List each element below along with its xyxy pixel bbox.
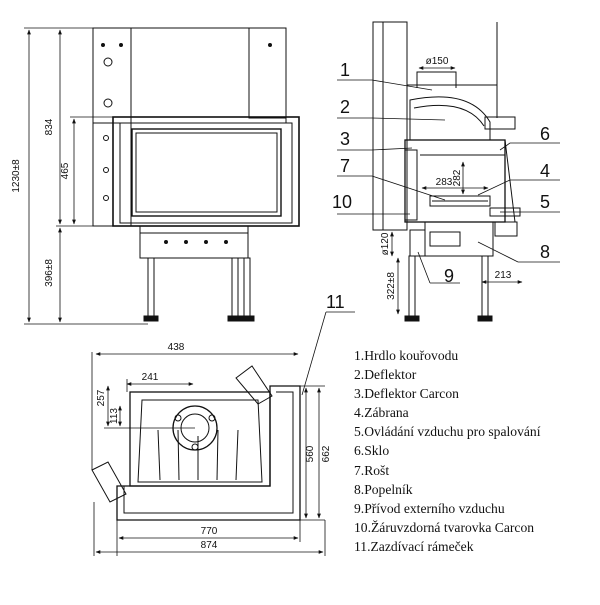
dim-depth-outer: 662 [321, 445, 332, 462]
callout-4: 4 [540, 161, 550, 181]
parts-legend: 1.Hrdlo kouřovodu 2.Deflektor 3.Deflekto… [354, 346, 600, 556]
callout-11: 11 [326, 292, 345, 312]
dim-glass-height: 465 [60, 162, 71, 179]
legend-item: 5.Ovládání vzduchu pro spalování [354, 424, 541, 440]
dim-total-height: 1230±8 [11, 159, 22, 193]
legend-item: 8.Popelník [354, 481, 413, 497]
side-rear-column [372, 21, 408, 231]
side-deflector [409, 96, 491, 141]
side-dimension-labels: ø150 283 282 ø120 322±8 213 [380, 56, 512, 300]
callout-7: 7 [340, 156, 350, 176]
callout-8: 8 [540, 242, 550, 262]
front-dimension-labels: 1230±8 834 465 396±8 [11, 118, 71, 287]
front-left-side-panel [92, 27, 132, 227]
top-air-box-left [91, 461, 127, 503]
legend-item: 9.Přívod externího vzduchu [354, 500, 505, 516]
side-ashpan [424, 221, 494, 257]
callout-5: 5 [540, 192, 550, 212]
callout-3: 3 [340, 129, 350, 149]
dim-flue-offset-small: 113 [109, 408, 120, 424]
side-flue-collar [416, 71, 457, 88]
dim-front-width: 438 [168, 342, 185, 353]
side-leg [408, 255, 416, 319]
top-built-in-frame [116, 385, 301, 521]
legend-item: 11.Zazdívací rámeček [354, 538, 474, 554]
top-body [129, 391, 271, 487]
dim-upper-height: 834 [44, 118, 55, 135]
top-firebox [137, 399, 263, 483]
side-top-frame [484, 116, 516, 130]
callout-6: 6 [540, 124, 550, 144]
front-view [24, 27, 300, 325]
side-leg [481, 255, 489, 319]
dim-flue-offset-y: 257 [96, 389, 107, 406]
callout-10: 10 [332, 192, 352, 212]
callout-9: 9 [444, 266, 454, 286]
front-glass [131, 128, 282, 217]
legend-item: 3.Deflektor Carcon [354, 386, 459, 402]
front-frame-inner [119, 122, 293, 224]
callout-1: 1 [340, 60, 350, 80]
top-dimension-labels: 438 241 257 113 560 662 770 874 [96, 342, 332, 551]
dim-depth-inner: 560 [305, 445, 316, 462]
top-view [91, 352, 326, 556]
dim-width-outer: 874 [201, 540, 218, 551]
side-view [301, 21, 560, 396]
dim-ashpan-depth: 213 [495, 270, 512, 281]
legend-item: 2.Deflektor [354, 367, 417, 383]
legend-item: 10.Žáruvzdorná tvarovka Carcon [354, 519, 535, 535]
legend-item: 7.Rošt [354, 462, 390, 478]
side-grate [429, 195, 491, 207]
dim-air-inlet-height: 322±8 [386, 272, 397, 300]
dim-air-inlet-diameter: ø120 [380, 232, 391, 255]
dim-flue-offset-x: 241 [142, 372, 159, 383]
legend-item: 4.Zábrana [354, 405, 409, 421]
front-upper-body [92, 27, 287, 124]
dim-grate-depth: 283 [436, 177, 453, 188]
dim-flue-diameter: ø150 [426, 56, 449, 67]
callout-2: 2 [340, 97, 350, 117]
front-right-side-panel [248, 27, 287, 119]
legend-item: 6.Sklo [354, 443, 390, 459]
front-leg [243, 257, 251, 319]
front-leg [147, 257, 155, 319]
dim-width-inner: 770 [201, 526, 218, 537]
front-bolt [103, 57, 113, 67]
front-base-box [139, 225, 249, 259]
front-bolt [103, 98, 113, 108]
callout-numbers: 1 2 3 6 7 4 10 5 8 9 11 [326, 60, 550, 312]
top-air-box-right [235, 365, 273, 405]
dim-leg-height: 396±8 [44, 259, 55, 287]
front-leg [231, 257, 239, 319]
legend-item: 1.Hrdlo kouřovodu [354, 348, 459, 363]
callout-leaders [301, 79, 560, 396]
front-glass-inner [135, 132, 278, 213]
dim-grate-height: 282 [452, 169, 463, 186]
side-refractory-brick [404, 149, 418, 221]
